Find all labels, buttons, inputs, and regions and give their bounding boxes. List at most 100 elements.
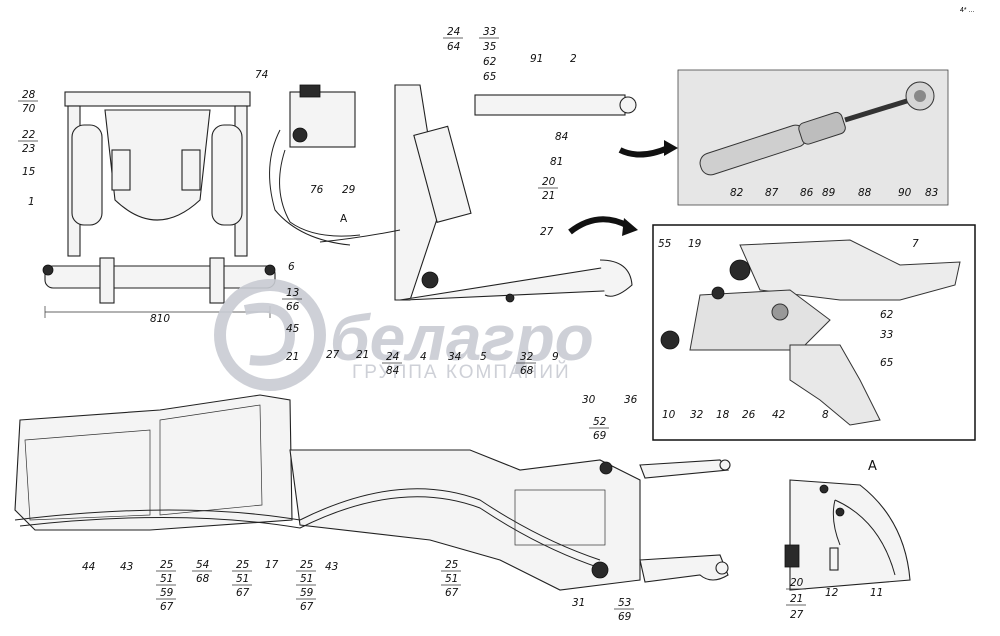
- callout: 51: [160, 573, 173, 585]
- callout: 24: [386, 351, 399, 363]
- watermark-subtitle: ГРУППА КОМПАНИЙ: [352, 361, 571, 383]
- callout: 45: [286, 323, 300, 335]
- callout: 68: [196, 573, 210, 585]
- callout: 23: [22, 143, 35, 155]
- callout: 51: [445, 573, 458, 585]
- callout: 69: [618, 611, 632, 623]
- callout: 15: [22, 166, 36, 178]
- callout: 17: [265, 559, 279, 571]
- callout: 42: [772, 409, 786, 421]
- callout: 83: [925, 187, 938, 199]
- callout: 65: [880, 357, 894, 369]
- callout: 36: [624, 394, 638, 406]
- callout: 84: [555, 131, 568, 143]
- callout: 32: [690, 409, 704, 421]
- callouts-hook: 55 19 7 62 33 65 10 32 18 26 42 8: [658, 238, 919, 421]
- callout: 26: [742, 409, 756, 421]
- callout: 82: [730, 187, 744, 199]
- callout: 74: [255, 69, 268, 81]
- callout: 51: [300, 573, 313, 585]
- callout: 29: [342, 184, 356, 196]
- callout: 33: [483, 26, 496, 38]
- callout: 19: [688, 238, 702, 250]
- callout: 8: [822, 409, 829, 421]
- callout: 62: [880, 309, 894, 321]
- callout: 54: [196, 559, 209, 571]
- callout: 67: [236, 587, 250, 599]
- callout: 52: [593, 416, 607, 428]
- callout: 90: [898, 187, 912, 199]
- callout: 20: [542, 176, 556, 188]
- callout: 21: [542, 190, 555, 202]
- callout: 9: [552, 351, 559, 363]
- callout: 88: [858, 187, 872, 199]
- callout: 59: [160, 587, 174, 599]
- callout: 33: [880, 329, 893, 341]
- callout: 43: [120, 561, 133, 573]
- rear-frame-view: 810: [42, 91, 276, 325]
- callouts-detail-a: 20 21 27 12 11: [786, 577, 883, 621]
- callout: 86: [800, 187, 814, 199]
- callout: 27: [790, 609, 804, 621]
- callout: 27: [540, 226, 554, 238]
- callout: 53: [618, 597, 631, 609]
- arrowhead-icon: [622, 218, 638, 236]
- callout: 44: [82, 561, 95, 573]
- watermark-logo-text: белагро: [330, 302, 594, 374]
- detail-a-title: A: [868, 459, 877, 474]
- callout: 25: [445, 559, 459, 571]
- callout: 20: [790, 577, 804, 589]
- arrow-to-hook: [568, 216, 630, 235]
- callouts-top-left: 28 70 22 23 15 1 74 76 A 29 6 13 66 45 2…: [18, 26, 577, 377]
- callout: 11: [870, 587, 883, 599]
- arrowhead-icon: [664, 140, 678, 156]
- callout: 1: [28, 196, 35, 208]
- callout: 10: [662, 409, 676, 421]
- callout: 67: [445, 587, 459, 599]
- callout: 67: [300, 601, 314, 613]
- callout: 18: [716, 409, 730, 421]
- callout: 4: [420, 351, 427, 363]
- callout: 24: [447, 26, 460, 38]
- telescopic-link-photo: [677, 69, 949, 206]
- callout: 2: [570, 53, 577, 65]
- callout: 27: [326, 349, 340, 361]
- callout: 81: [550, 156, 563, 168]
- callout: 25: [160, 559, 174, 571]
- callout: 6: [288, 261, 295, 273]
- callout: 21: [286, 351, 299, 363]
- hook-assembly-photo: [652, 224, 976, 441]
- callout: 43: [325, 561, 338, 573]
- callout: 35: [483, 41, 497, 53]
- callout: 65: [483, 71, 497, 83]
- callout: 89: [822, 187, 836, 199]
- callout: 84: [386, 365, 399, 377]
- callout: 30: [582, 394, 596, 406]
- callout: 31: [572, 597, 585, 609]
- callout: 5: [480, 351, 487, 363]
- callout: 67: [160, 601, 174, 613]
- callout: 13: [286, 287, 299, 299]
- callout: A: [340, 213, 348, 225]
- corner-note: 4* ...: [960, 7, 974, 14]
- callout: 12: [825, 587, 839, 599]
- callout: 21: [356, 349, 369, 361]
- callout: 25: [300, 559, 314, 571]
- callout: 62: [483, 56, 497, 68]
- callout: 51: [236, 573, 249, 585]
- callout: 59: [300, 587, 314, 599]
- callout: 25: [236, 559, 250, 571]
- callouts-bottom: 44 43 25 51 59 67 54 68 25 51 67 17 25 5…: [82, 394, 638, 623]
- tractor-side-view: [14, 394, 731, 591]
- callout: 70: [22, 103, 36, 115]
- dimension-label: 810: [150, 313, 170, 325]
- callout: 7: [912, 238, 919, 250]
- watermark: белагро ГРУППА КОМПАНИЙ: [214, 279, 594, 391]
- callout: 68: [520, 365, 534, 377]
- callout: 66: [286, 301, 300, 313]
- callout: 34: [448, 351, 461, 363]
- callout: 32: [520, 351, 534, 363]
- callout: 91: [530, 53, 543, 65]
- callout: 28: [22, 89, 36, 101]
